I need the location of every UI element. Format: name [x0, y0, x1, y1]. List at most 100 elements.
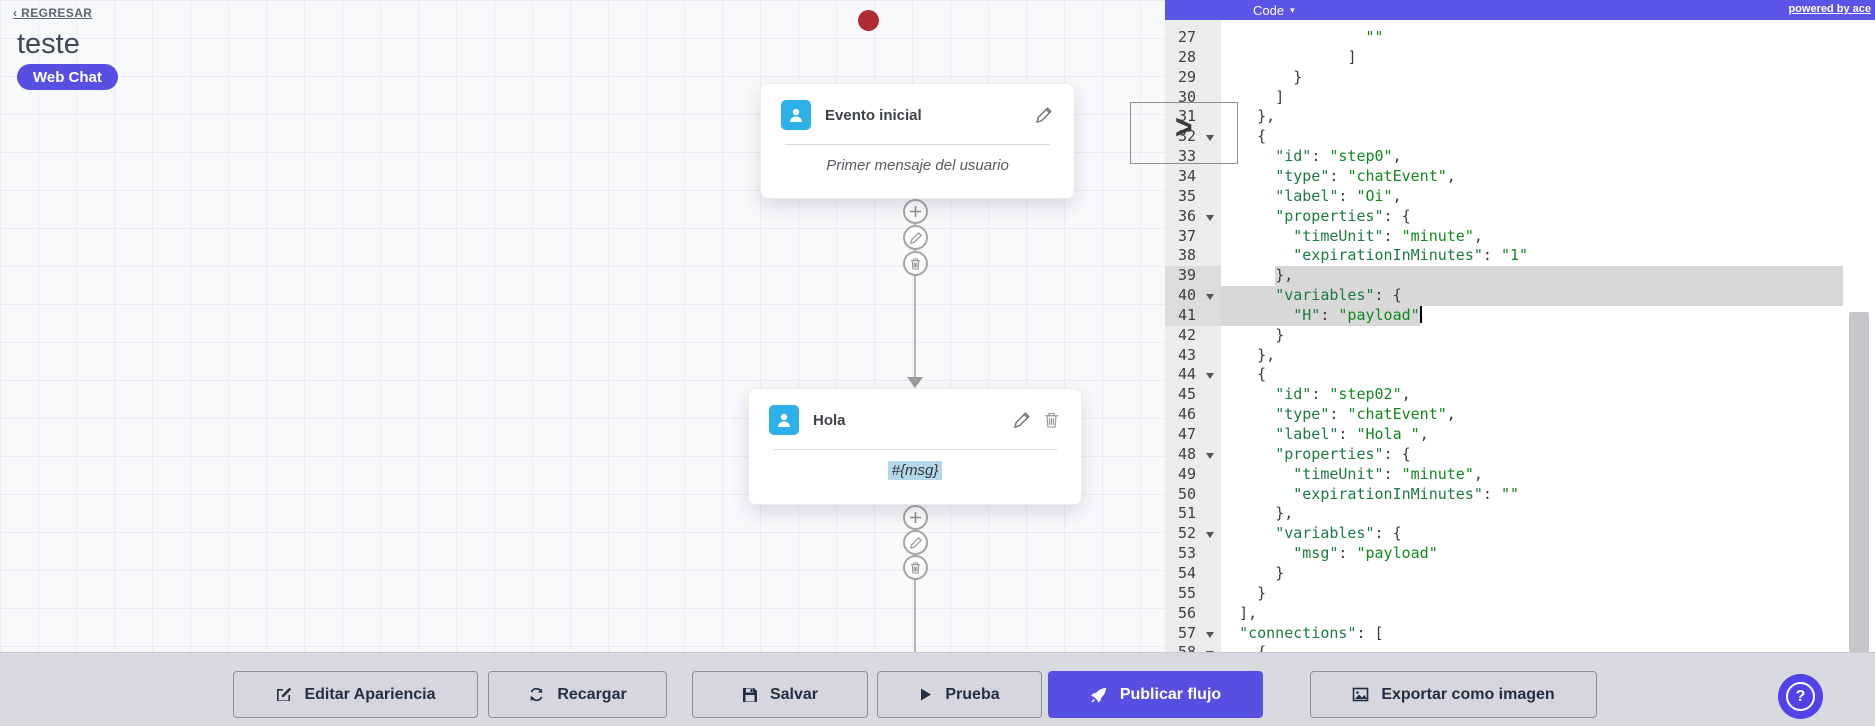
export-image-button[interactable]: Exportar como imagen: [1310, 671, 1597, 718]
code-line[interactable]: }: [1257, 583, 1267, 602]
flow-canvas[interactable]: ‹ REGRESAR teste Web Chat: [0, 0, 1165, 652]
code-line[interactable]: "id": "step0",: [1275, 147, 1402, 166]
gutter-line-number: 29: [1177, 67, 1196, 86]
fold-toggle-icon[interactable]: [1206, 452, 1214, 459]
add-step-button[interactable]: [903, 505, 928, 530]
code-line[interactable]: "": [1365, 28, 1384, 46]
powered-by-ace-link[interactable]: powered by ace: [1788, 3, 1871, 15]
code-line[interactable]: },: [1257, 107, 1276, 126]
flow-title: teste: [17, 28, 80, 60]
fold-toggle-icon[interactable]: [1206, 135, 1214, 142]
code-line[interactable]: "properties": {: [1275, 444, 1411, 463]
code-line[interactable]: {: [1257, 127, 1267, 146]
node-hola[interactable]: Hola #{msg}: [748, 388, 1082, 505]
edit-node-icon[interactable]: [1036, 107, 1052, 123]
image-icon: [1352, 686, 1369, 703]
code-line[interactable]: "variables": {: [1275, 524, 1402, 543]
code-line[interactable]: },: [1257, 345, 1276, 364]
variable-chip: #{msg}: [887, 461, 943, 480]
delete-connection-button[interactable]: [903, 555, 928, 580]
delete-connection-button[interactable]: [903, 251, 928, 276]
reload-button[interactable]: Recargar: [488, 671, 667, 718]
code-line[interactable]: },: [1275, 504, 1294, 523]
code-line[interactable]: "expirationInMinutes": "": [1293, 484, 1520, 503]
selection-highlight: [1221, 305, 1420, 326]
vertical-scrollbar[interactable]: [1849, 312, 1869, 652]
pencil-icon: [909, 536, 922, 549]
back-link[interactable]: ‹ REGRESAR: [13, 6, 93, 20]
node-divider: [785, 144, 1050, 145]
chevron-right-icon: >: [1175, 108, 1193, 147]
save-button[interactable]: Salvar: [692, 671, 868, 718]
gutter-line-number: 35: [1177, 186, 1196, 205]
edit-connection-button[interactable]: [903, 225, 928, 250]
node-divider: [773, 449, 1057, 450]
refresh-icon: [528, 686, 545, 703]
code-line[interactable]: {: [1257, 365, 1267, 384]
channel-badge: Web Chat: [17, 64, 118, 90]
add-step-button[interactable]: [903, 199, 928, 224]
code-line[interactable]: ]: [1347, 47, 1357, 66]
gutter-line-number: 47: [1177, 425, 1196, 443]
code-line[interactable]: "label": "Oi",: [1275, 186, 1402, 205]
code-line[interactable]: }: [1293, 67, 1303, 86]
code-line[interactable]: "id": "step02",: [1275, 385, 1411, 404]
fold-toggle-icon[interactable]: [1206, 532, 1214, 539]
code-line[interactable]: },: [1221, 266, 1843, 287]
node-title: Evento inicial: [825, 106, 922, 124]
code-line[interactable]: "msg": "payload": [1293, 544, 1438, 563]
code-line[interactable]: }: [1275, 325, 1285, 344]
code-line[interactable]: "type": "chatEvent",: [1275, 166, 1456, 185]
selection-highlight: [1221, 286, 1843, 306]
test-button[interactable]: Prueba: [877, 671, 1042, 718]
gutter-line-number: 53: [1177, 544, 1196, 563]
code-line[interactable]: ],: [1239, 603, 1258, 622]
panel-collapse-handle[interactable]: >: [1130, 102, 1238, 164]
gutter-line-number: 37: [1177, 226, 1196, 245]
chevron-down-icon: ▾: [1290, 4, 1295, 15]
code-line[interactable]: "H": "payload": [1221, 305, 1843, 326]
code-mode-dropdown[interactable]: Code ▾: [1253, 0, 1295, 20]
delete-node-icon[interactable]: [1044, 412, 1059, 428]
fold-toggle-icon[interactable]: [1206, 214, 1214, 221]
code-line[interactable]: "timeUnit": "minute",: [1293, 226, 1483, 245]
button-label: Publicar flujo: [1119, 685, 1222, 703]
gutter-line-number: 28: [1177, 47, 1196, 66]
code-line[interactable]: "variables": {: [1221, 286, 1843, 306]
code-line[interactable]: "timeUnit": "minute",: [1293, 464, 1483, 483]
gutter-line-number: 55: [1177, 583, 1196, 602]
text-cursor: [1419, 305, 1422, 323]
gutter-line-number: 45: [1177, 385, 1196, 404]
edit-node-icon[interactable]: [1014, 412, 1030, 428]
fold-toggle-icon[interactable]: [1206, 631, 1214, 638]
plus-icon: [909, 511, 922, 524]
fold-toggle-icon[interactable]: [1206, 294, 1214, 301]
code-line[interactable]: "properties": {: [1275, 206, 1411, 225]
edit-connection-button[interactable]: [903, 530, 928, 555]
code-line[interactable]: {: [1221, 643, 1843, 652]
gutter-line-number: 46: [1177, 405, 1196, 424]
code-line[interactable]: }: [1275, 563, 1285, 582]
node-initial-event[interactable]: Evento inicial Primer mensaje del usuari…: [760, 83, 1075, 199]
gutter-line-number: 57: [1165, 624, 1221, 644]
button-label: Editar Apariencia: [304, 685, 436, 703]
connector-line: [914, 199, 916, 378]
gutter-line-number: 34: [1177, 166, 1196, 185]
help-button[interactable]: ?: [1778, 674, 1823, 719]
code-line[interactable]: "connections": [: [1239, 623, 1384, 642]
publish-flow-button[interactable]: Publicar flujo: [1048, 671, 1263, 718]
code-line[interactable]: "type": "chatEvent",: [1275, 405, 1456, 424]
code-line[interactable]: "expirationInMinutes": "1": [1293, 246, 1529, 265]
fold-toggle-icon[interactable]: [1206, 373, 1214, 380]
gutter-line-number: 27: [1177, 28, 1196, 46]
save-icon: [742, 687, 758, 703]
node-description: Primer mensaje del usuario: [826, 157, 1009, 174]
code-line[interactable]: "label": "Hola ",: [1275, 425, 1429, 443]
gutter-line-number: 44: [1165, 365, 1221, 385]
edit-appearance-button[interactable]: Editar Apariencia: [233, 671, 478, 718]
code-line[interactable]: ]: [1275, 87, 1285, 106]
fold-toggle-icon[interactable]: [1206, 651, 1214, 652]
